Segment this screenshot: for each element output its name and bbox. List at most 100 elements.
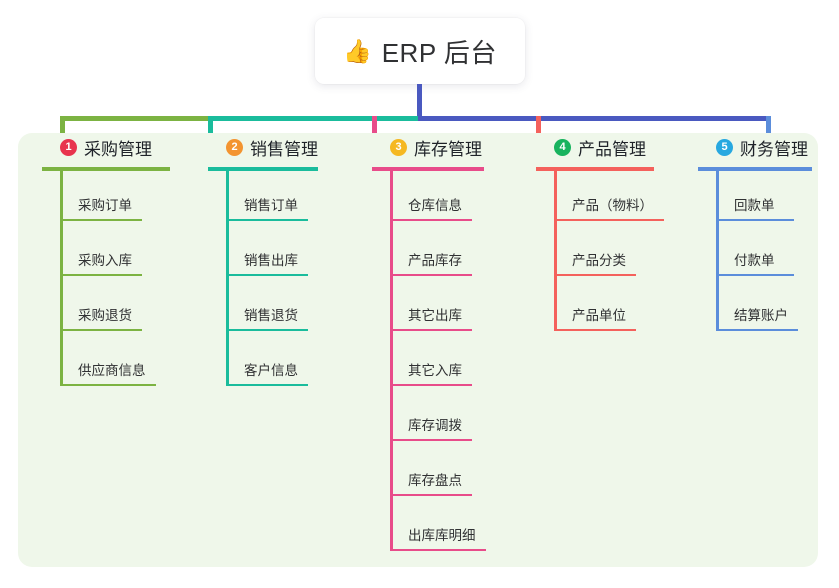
branch-item-underline xyxy=(390,329,472,331)
branch-item-label: 销售出库 xyxy=(244,253,298,268)
branch-item[interactable]: 采购订单 xyxy=(60,193,142,221)
branch-spine xyxy=(716,169,719,331)
branch-item[interactable]: 库存调拨 xyxy=(390,413,472,441)
branch-column-1: 1 采购管理采购订单采购入库采购退货供应商信息 xyxy=(42,133,170,386)
branch-column-4: 4 产品管理产品（物料） 产品分类产品单位 xyxy=(536,133,664,331)
branch-header-5[interactable]: 5 财务管理 xyxy=(698,133,808,161)
branch-item[interactable]: 销售出库 xyxy=(226,248,308,276)
branch-index-badge: 2 xyxy=(226,138,243,156)
branch-item[interactable]: 客户信息 xyxy=(226,358,308,386)
branch-item-underline xyxy=(390,439,472,441)
branch-item-underline xyxy=(716,329,798,331)
branch-item-label: 其它出库 xyxy=(408,308,462,323)
branch-header-4[interactable]: 4 产品管理 xyxy=(536,133,646,161)
branch-item[interactable]: 产品分类 xyxy=(554,248,636,276)
branch-item[interactable]: 产品库存 xyxy=(390,248,472,276)
branch-item[interactable]: 出库库明细 xyxy=(390,523,486,551)
branch-index-badge: 4 xyxy=(554,138,571,156)
branch-item[interactable]: 库存盘点 xyxy=(390,468,472,496)
branch-item-underline xyxy=(554,329,636,331)
branch-item-label: 销售订单 xyxy=(244,198,298,213)
branch-item-label: 结算账户 xyxy=(734,308,788,323)
branch-item-label: 出库库明细 xyxy=(408,528,476,543)
branch-item-underline xyxy=(390,494,472,496)
branch-item-label: 产品单位 xyxy=(572,308,626,323)
branch-item-label: 产品分类 xyxy=(572,253,626,268)
branch-item[interactable]: 采购退货 xyxy=(60,303,142,331)
branch-item-label: 仓库信息 xyxy=(408,198,462,213)
branch-item-underline xyxy=(60,274,142,276)
branch-item-label: 销售退货 xyxy=(244,308,298,323)
branch-item-underline xyxy=(60,329,142,331)
drop-connector-2 xyxy=(208,116,213,148)
branch-item-underline xyxy=(554,219,664,221)
branch-item-underline xyxy=(226,274,308,276)
bus-green xyxy=(60,116,208,121)
branch-item-underline xyxy=(390,549,486,551)
branch-spine xyxy=(554,169,557,331)
branch-item-underline xyxy=(60,219,142,221)
branch-item[interactable]: 产品（物料） xyxy=(554,193,664,221)
branch-item[interactable]: 回款单 xyxy=(716,193,794,221)
branch-item-label: 其它入库 xyxy=(408,363,462,378)
root-trunk-connector xyxy=(417,84,422,118)
branch-underline xyxy=(42,167,170,171)
branch-index-badge: 3 xyxy=(390,138,407,156)
branch-index-badge: 5 xyxy=(716,138,733,156)
branch-item-underline xyxy=(390,384,472,386)
branch-underline xyxy=(208,167,318,171)
branch-title: 财务管理 xyxy=(740,139,808,159)
branch-item[interactable]: 付款单 xyxy=(716,248,794,276)
thumbs-up-icon: 👍 xyxy=(343,37,372,64)
branch-header-3[interactable]: 3 库存管理 xyxy=(372,133,482,161)
branch-item-underline xyxy=(226,384,308,386)
root-node-card[interactable]: 👍 ERP 后台 xyxy=(315,18,525,84)
branch-item-label: 产品（物料） xyxy=(572,198,653,213)
branch-item-label: 采购退货 xyxy=(78,308,132,323)
branch-title: 采购管理 xyxy=(84,139,152,159)
branch-item-label: 付款单 xyxy=(734,253,775,268)
branch-item-label: 库存调拨 xyxy=(408,418,462,433)
drop-connector-3 xyxy=(372,116,377,148)
branch-item[interactable]: 其它出库 xyxy=(390,303,472,331)
branch-item-label: 库存盘点 xyxy=(408,473,462,488)
branch-item-label: 客户信息 xyxy=(244,363,298,378)
branch-item-label: 供应商信息 xyxy=(78,363,146,378)
bus-indigo xyxy=(418,116,766,121)
root-node-title: ERP 后台 xyxy=(381,37,497,68)
drop-connector-1 xyxy=(60,116,65,148)
branch-item[interactable]: 其它入库 xyxy=(390,358,472,386)
branch-item[interactable]: 采购入库 xyxy=(60,248,142,276)
branch-header-1[interactable]: 1 采购管理 xyxy=(42,133,152,161)
branch-item-underline xyxy=(390,219,472,221)
branch-item[interactable]: 产品单位 xyxy=(554,303,636,331)
branch-spine xyxy=(226,169,229,386)
branch-column-3: 3 库存管理仓库信息产品库存其它出库其它入库库存调拨库存盘点出库库明细 xyxy=(372,133,486,551)
branch-item[interactable]: 结算账户 xyxy=(716,303,798,331)
branch-item-label: 采购入库 xyxy=(78,253,132,268)
branch-item[interactable]: 仓库信息 xyxy=(390,193,472,221)
branch-underline xyxy=(536,167,654,171)
branch-item-underline xyxy=(60,384,156,386)
branch-spine xyxy=(390,169,393,551)
drop-connector-5 xyxy=(766,116,771,148)
branch-title: 库存管理 xyxy=(414,139,482,159)
branch-item-label: 回款单 xyxy=(734,198,775,213)
bus-teal xyxy=(208,116,418,121)
branch-title: 产品管理 xyxy=(578,139,646,159)
branch-item-underline xyxy=(390,274,472,276)
branch-index-badge: 1 xyxy=(60,138,77,156)
branch-item[interactable]: 销售订单 xyxy=(226,193,308,221)
branch-column-5: 5 财务管理回款单付款单结算账户 xyxy=(698,133,812,331)
branch-item-label: 采购订单 xyxy=(78,198,132,213)
drop-connector-4 xyxy=(536,116,541,148)
branch-spine xyxy=(60,169,63,386)
branch-item[interactable]: 销售退货 xyxy=(226,303,308,331)
branch-underline xyxy=(698,167,812,171)
branch-item[interactable]: 供应商信息 xyxy=(60,358,156,386)
branch-item-label: 产品库存 xyxy=(408,253,462,268)
